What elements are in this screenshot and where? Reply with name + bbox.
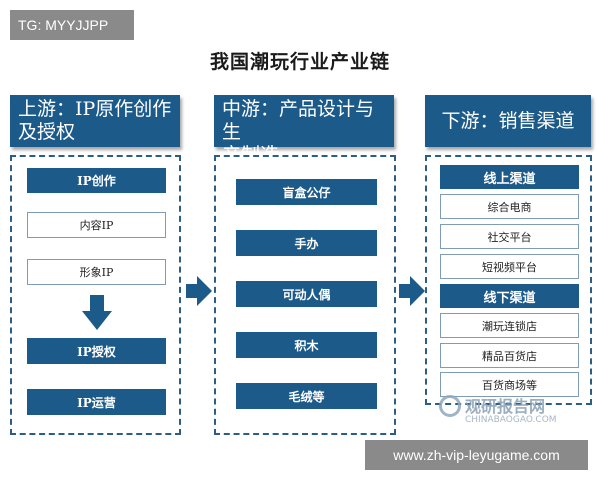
ip-operation-box: IP运营 bbox=[27, 389, 166, 415]
upstream-header: 上游：IP原作创作 及授权 bbox=[10, 95, 180, 147]
watermark-main: 观研报告网 bbox=[465, 397, 546, 416]
image-ip-box: 形象IP bbox=[27, 259, 166, 285]
mid-item: 手办 bbox=[236, 230, 377, 256]
watermark-sub: CHINABAOGAO.COM bbox=[465, 415, 557, 425]
mid-item: 可动人偶 bbox=[236, 281, 377, 307]
down-arrow-icon bbox=[82, 295, 112, 330]
midstream-header: 中游：产品设计与生 产制造 bbox=[214, 95, 394, 166]
offline-channel-title: 线下渠道 bbox=[440, 284, 579, 308]
diagram-title: 我国潮玩行业产业链 bbox=[209, 51, 390, 73]
bottom-url-link[interactable]: www.zh-vip-leyugame.com bbox=[365, 440, 588, 470]
offline-channel-item: 潮玩连锁店 bbox=[440, 313, 579, 338]
offline-channel-item: 百货商场等 bbox=[440, 372, 579, 397]
content-ip-box: 内容IP bbox=[27, 212, 166, 238]
upstream-header-line2: 及授权 bbox=[18, 121, 76, 143]
watermark-logo: 观研报告网 CHINABAOGAO.COM bbox=[439, 393, 585, 427]
watermark-circle-icon bbox=[439, 395, 461, 417]
right-arrow-icon bbox=[186, 276, 212, 306]
downstream-header-text: 下游：销售渠道 bbox=[441, 109, 575, 132]
mid-item: 积木 bbox=[236, 332, 377, 358]
right-arrow-icon bbox=[399, 276, 425, 306]
online-channel-item: 综合电商 bbox=[440, 194, 579, 219]
online-channel-item: 社交平台 bbox=[440, 224, 579, 249]
downstream-header: 下游：销售渠道 bbox=[425, 95, 591, 147]
mid-item: 毛绒等 bbox=[236, 383, 377, 409]
upstream-header-line1: 上游：IP原作创作 bbox=[18, 98, 172, 120]
midstream-header-line1: 中游：产品设计与生 bbox=[222, 98, 375, 143]
top-tag: TG: MYYJJPP bbox=[10, 10, 134, 40]
offline-channel-item: 精品百货店 bbox=[440, 343, 579, 368]
ip-create-box: IP创作 bbox=[27, 168, 166, 193]
online-channel-item: 短视频平台 bbox=[440, 254, 579, 279]
ip-license-box: IP授权 bbox=[27, 338, 166, 364]
mid-item: 盲盒公仔 bbox=[236, 179, 377, 205]
online-channel-title: 线上渠道 bbox=[440, 165, 579, 189]
